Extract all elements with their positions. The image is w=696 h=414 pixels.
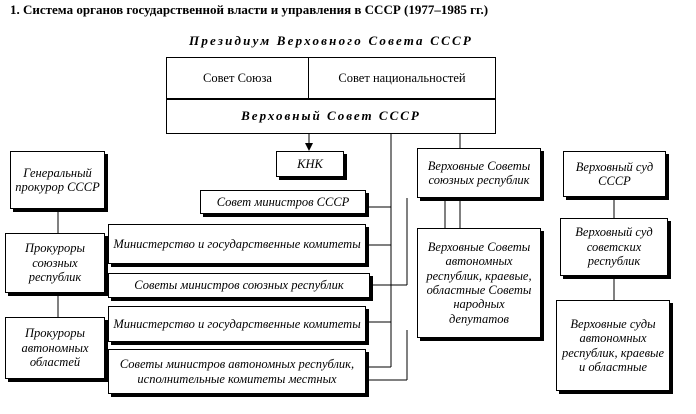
general-prosecutor-label: Генеральный прокурор СССР [15, 165, 100, 194]
council-ministers-label: Совет министров СССР [216, 194, 350, 209]
supreme-soviet-label: Верховный Совет СССР [241, 108, 421, 124]
ministries-box-1: Министерство и государственные комитеты [108, 224, 366, 264]
supreme-soviets-autonomous-box: Верховные Советы автономных республик, к… [417, 228, 541, 338]
soviet-nationalities-label: Совет национальностей [338, 70, 466, 85]
soviet-union-box: Совет Союза [166, 57, 309, 99]
ministries-label-1: Министерство и государственные комитеты [113, 236, 361, 251]
ministries-label-2: Министерство и государственные комитеты [113, 316, 361, 331]
supreme-soviets-republics-box: Верховные Советы союзных республик [417, 148, 541, 198]
supreme-court-republics-box: Верховный суд советских республик [560, 218, 668, 276]
ministries-box-2: Министерство и государственные комитеты [108, 306, 366, 342]
soviet-nationalities-box: Совет национальностей [308, 57, 496, 99]
councils-autonomous-label: Советы министров автономных республик, и… [119, 357, 355, 386]
supreme-court-label: Верховный суд СССР [575, 159, 654, 188]
soviet-union-label: Совет Союза [203, 70, 272, 85]
councils-autonomous-box: Советы министров автономных республик, и… [108, 349, 366, 394]
general-prosecutor-box: Генеральный прокурор СССР [10, 151, 105, 209]
supreme-court-republics-label: Верховный суд советских республик [575, 225, 653, 269]
councils-republics-box: Советы министров союзных республик [108, 273, 370, 298]
page-title: 1. Система органов государственной власт… [10, 2, 489, 17]
supreme-soviet-box: Верховный Совет СССР [166, 99, 496, 134]
presidium-label: Президиум Верховного Совета СССР [189, 33, 473, 48]
supreme-soviets-republics-label: Верховные Советы союзных республик [427, 158, 531, 187]
knk-label: КНК [297, 156, 323, 171]
prosecutors-autonomous-box: Прокуроры автономных областей [5, 317, 105, 379]
prosecutors-republics-box: Прокуроры союзных республик [5, 233, 105, 293]
supreme-courts-autonomous-box: Верховные суды автономных республик, кра… [556, 300, 670, 391]
supreme-soviets-autonomous-label: Верховные Советы автономных республик, к… [426, 239, 532, 326]
prosecutors-autonomous-label: Прокуроры автономных областей [21, 326, 89, 370]
supreme-courts-autonomous-label: Верховные суды автономных республик, кра… [561, 316, 665, 374]
prosecutors-republics-label: Прокуроры союзных республик [25, 241, 85, 285]
knk-box: КНК [276, 151, 344, 177]
supreme-court-box: Верховный суд СССР [563, 151, 666, 197]
councils-republics-label: Советы министров союзных республик [134, 278, 344, 293]
council-ministers-box: Совет министров СССР [200, 190, 366, 214]
